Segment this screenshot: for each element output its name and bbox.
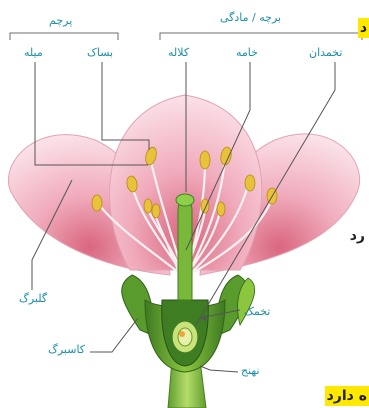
anther xyxy=(200,151,210,169)
anther-label: بساک xyxy=(87,46,113,59)
anther xyxy=(201,199,209,213)
anther xyxy=(245,175,255,191)
anther xyxy=(217,202,225,216)
stamen-group-label: پرچم xyxy=(49,14,72,27)
bracket-pistil xyxy=(160,33,362,40)
stigma xyxy=(176,194,194,206)
petal-label: گلبرگ xyxy=(19,292,47,305)
anther xyxy=(92,195,102,211)
anther xyxy=(152,204,160,218)
highlight-fragment-bottom: ه دارد xyxy=(325,386,369,406)
bracket-stamen xyxy=(10,33,118,40)
ovule-inner xyxy=(178,328,192,346)
brackets xyxy=(10,33,362,40)
ovule-label: تخمک xyxy=(244,305,270,318)
anther xyxy=(144,199,152,213)
style-label: خامه xyxy=(236,46,258,59)
text-fragment-mid: رد xyxy=(350,228,365,244)
sepal-label: کاسبرگ xyxy=(48,343,85,356)
receptacle-label: نهنج xyxy=(241,364,260,377)
highlight-fragment-top: د xyxy=(358,18,369,38)
filament-label: میله xyxy=(24,46,43,59)
stigma-label: کلاله xyxy=(168,46,189,59)
pistil-group-label: برچه / مادگی xyxy=(220,11,281,24)
ovary-label: تخمدان xyxy=(309,46,342,59)
style xyxy=(178,201,192,300)
